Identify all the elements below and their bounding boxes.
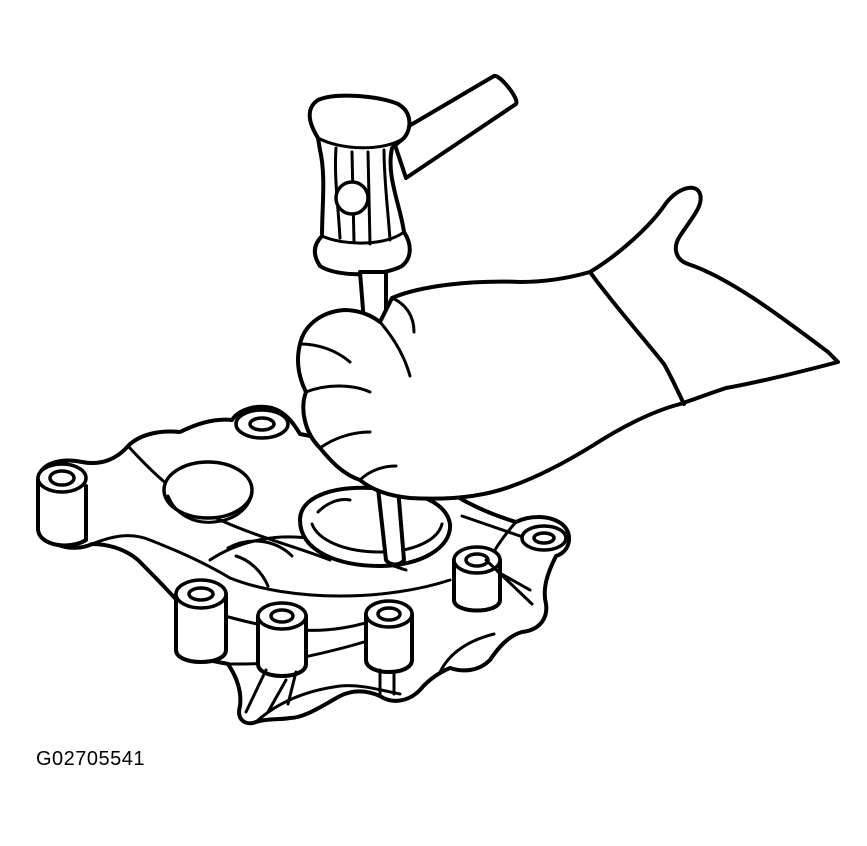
bolt-boss-center-right: [364, 599, 414, 698]
bolt-boss-left: [174, 578, 228, 664]
bolt-boss-center-left: [244, 601, 308, 714]
hammer-icon: [307, 74, 519, 327]
bolt-boss-right: [452, 545, 534, 613]
hand-icon: [296, 185, 840, 501]
drift-punch-icon: [376, 486, 406, 567]
figure-code: G02705541: [36, 748, 146, 770]
